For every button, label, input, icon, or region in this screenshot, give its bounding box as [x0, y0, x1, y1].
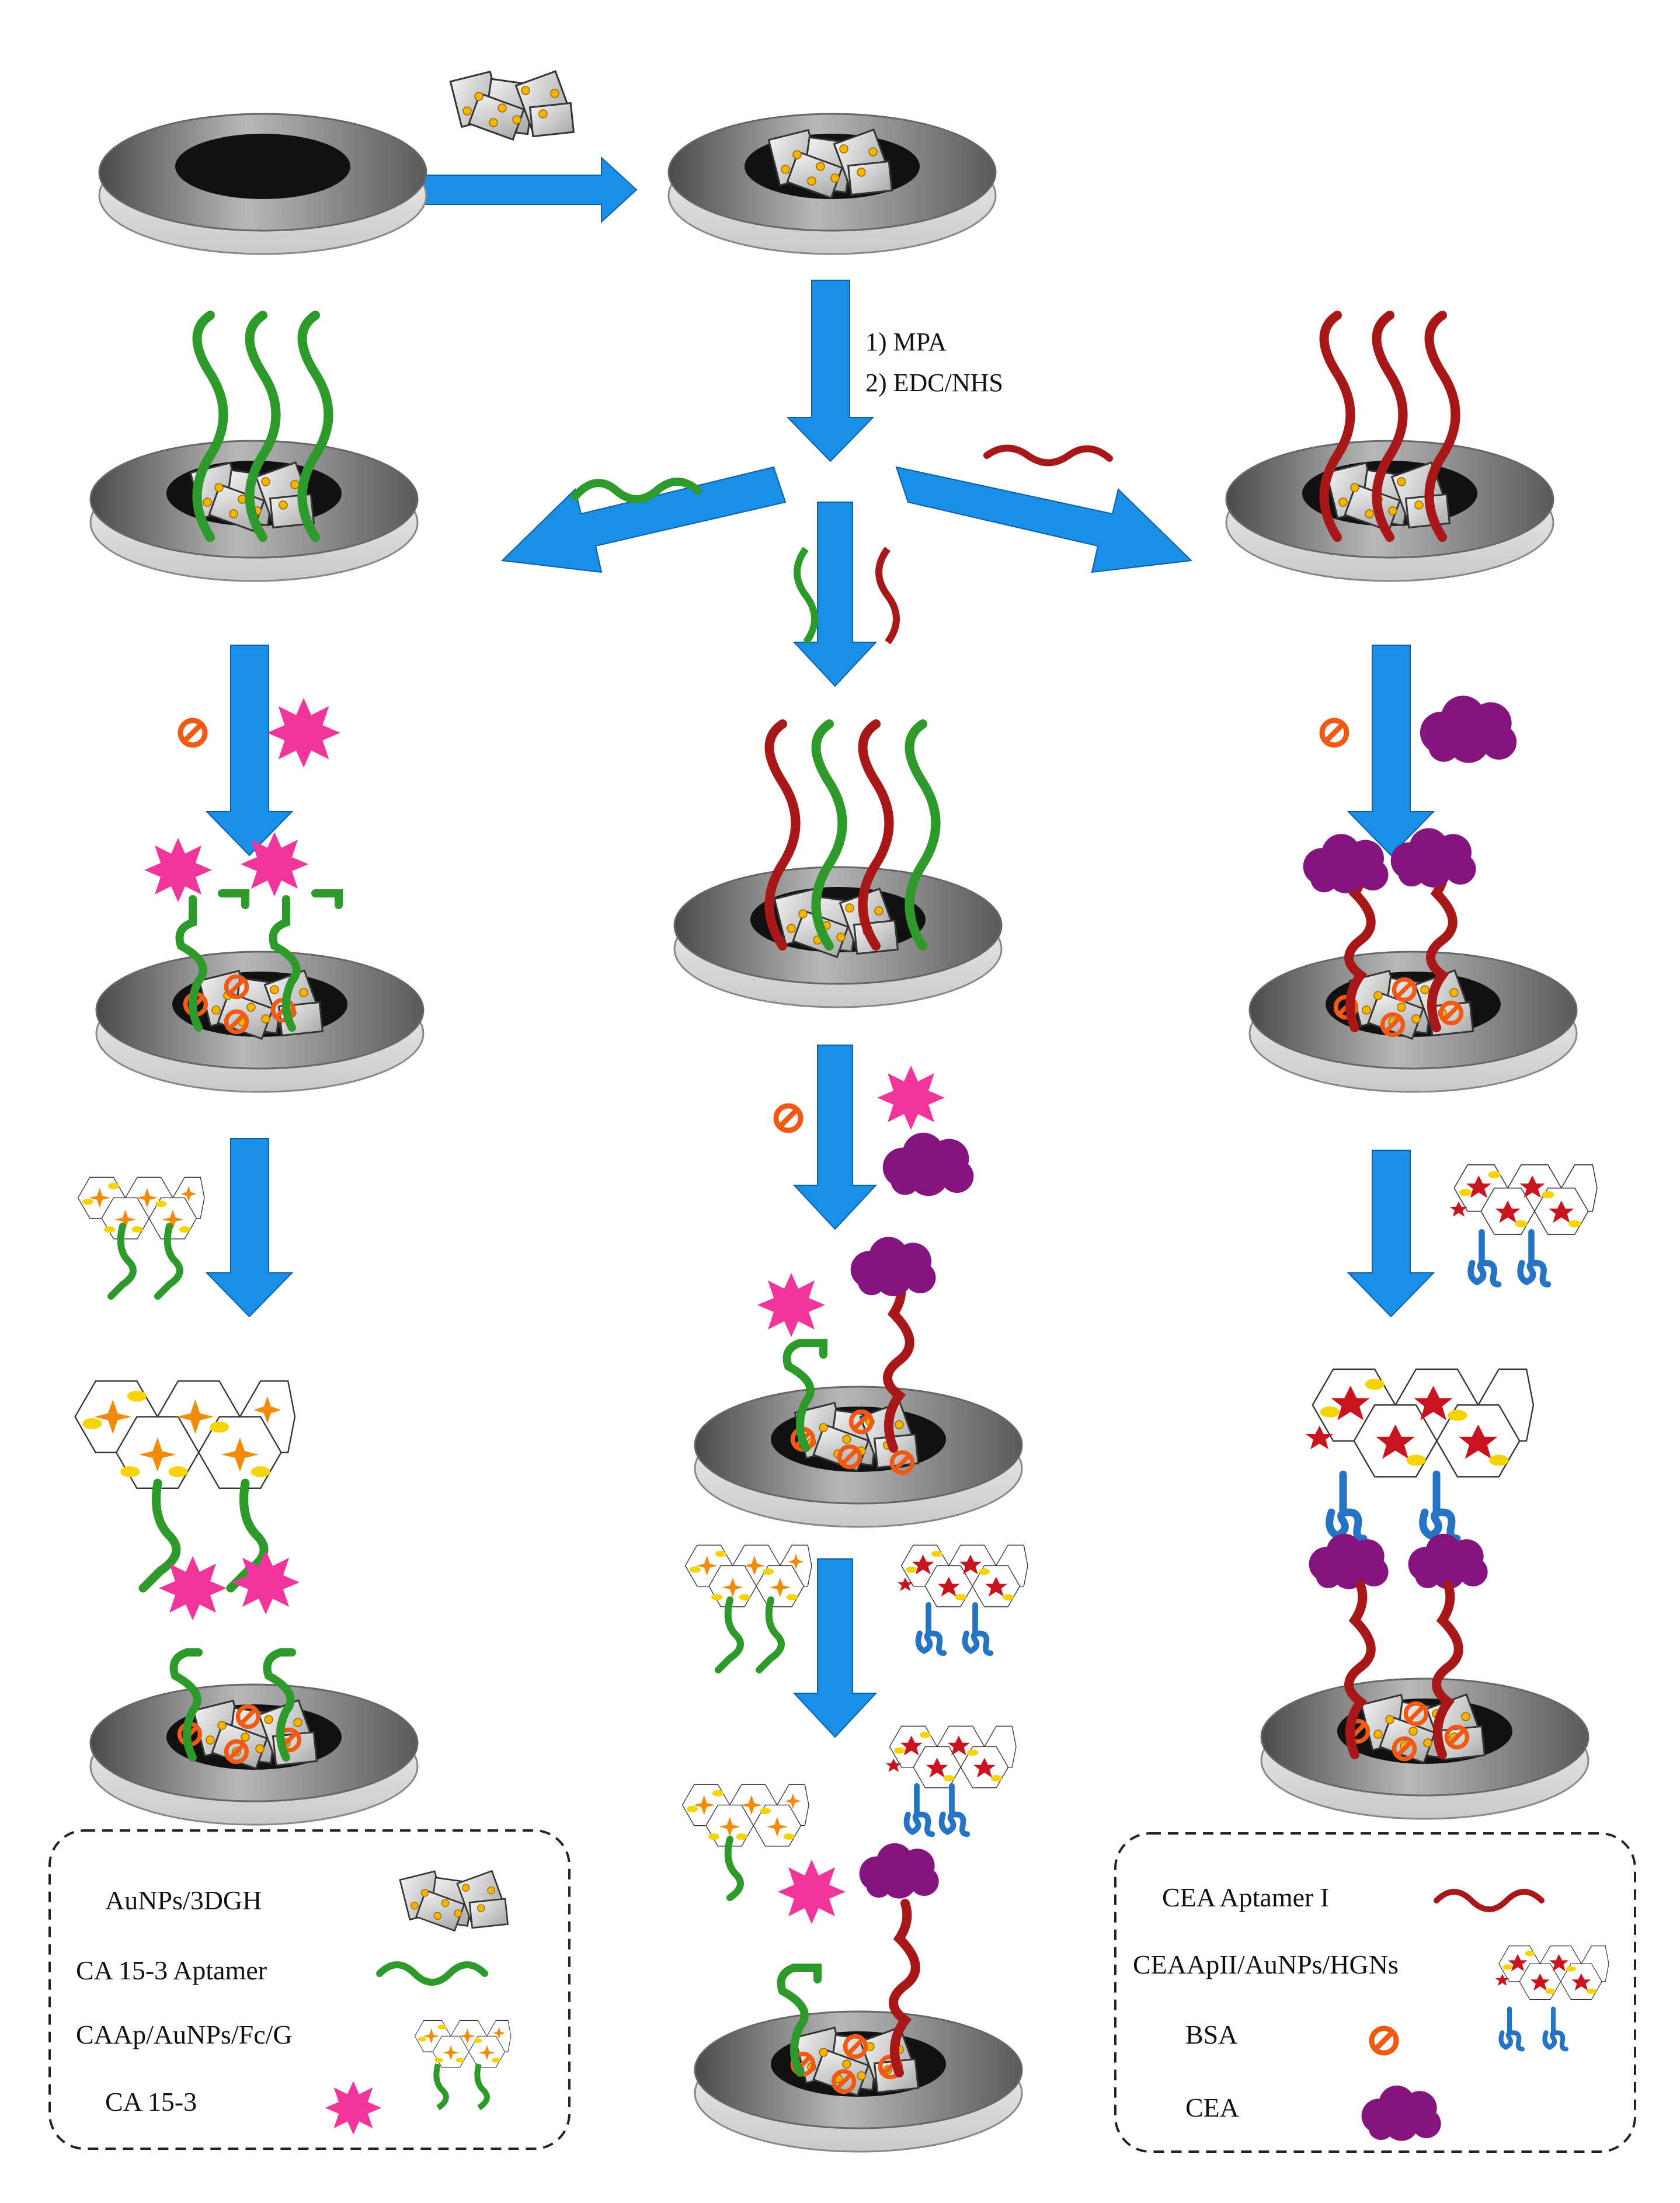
- arrow-down-right-2: [1347, 1150, 1435, 1318]
- arrow-down-mpa: [786, 280, 875, 462]
- arrow-down-center: [792, 502, 878, 687]
- ceaapii-nanocomposite-icon: [1495, 1946, 1609, 2049]
- dual-aptamer-electrode: [673, 719, 1003, 1008]
- bsa-legend-icon: [1372, 2028, 1396, 2053]
- legend-left-label-2: CAAp/AuNPs/Fc/G: [76, 2020, 293, 2049]
- step-label-line2: 2) EDC/NHS: [865, 368, 1003, 397]
- arrow-down-right-1: [1347, 645, 1435, 857]
- green-aptamer-legend-icon: [376, 1961, 488, 1986]
- hydrogel-flake-icon: [449, 70, 575, 141]
- arrow-to-right: [895, 466, 1193, 573]
- right-sandwich-electrode: [1260, 1368, 1589, 1820]
- legend-right-label-0: CEA Aptamer I: [1162, 1882, 1329, 1912]
- pink-star-icon-center: [877, 1066, 945, 1130]
- legend-right-label-2: BSA: [1185, 2020, 1237, 2049]
- bare-electrode: [98, 113, 427, 255]
- caap-nanocomposite-icon: [414, 2020, 512, 2111]
- right-aptamer-electrode: [1225, 311, 1554, 582]
- right-cea-bound-electrode: [1248, 828, 1578, 1093]
- graphene-hydrogel-icon: [399, 1870, 509, 1932]
- purple-cloud-icon: [1420, 695, 1517, 763]
- ceaapii-nanocomposite-icon-flow: [1449, 1164, 1598, 1285]
- step-label: 1) MPA 2) EDC/NHS: [865, 328, 1003, 397]
- bsa-icon: [180, 721, 205, 745]
- caap-nanocomposite-icon-flow: [77, 1177, 205, 1300]
- legend-left-label-0: AuNPs/3DGH: [105, 1885, 262, 1915]
- arrow-down-center-2: [792, 1045, 878, 1230]
- pink-star-icon: [267, 698, 340, 768]
- pink-star-legend-icon: [325, 2081, 382, 2135]
- legend-right-label-1: CEAApII/AuNPs/HGNs: [1133, 1950, 1399, 1979]
- arrow-down-left-1: [205, 645, 294, 857]
- red-aptamer-vertical-icon: [875, 547, 900, 645]
- left-ca153-bound-electrode: [95, 832, 425, 1093]
- step-label-line1: 1) MPA: [865, 328, 947, 356]
- bsa-icon-right: [1322, 721, 1347, 745]
- arrow-down-left-2: [205, 1138, 294, 1318]
- legend-right: CEA Aptamer I CEAApII/AuNPs/HGNs BSA CEA: [1114, 1832, 1636, 2153]
- green-aptamer-vertical-icon: [794, 547, 818, 645]
- purple-cloud-icon-center: [882, 1132, 974, 1196]
- red-aptamer-icon: [983, 444, 1113, 467]
- bsa-icon-center: [776, 1106, 801, 1130]
- arrow-down-center-3: [792, 1558, 878, 1738]
- legend-right-label-3: CEA: [1185, 2093, 1239, 2122]
- legend-left: AuNPs/3DGH CA 15-3 Aptamer CAAp/AuNPs/Fc…: [48, 1829, 571, 2150]
- center-dual-bound-electrode: [694, 1237, 1023, 1528]
- legend-left-label-1: CA 15-3 Aptamer: [76, 1955, 267, 1985]
- left-aptamer-electrode: [89, 311, 419, 582]
- arrow-to-left: [500, 466, 787, 573]
- legend-left-label-3: CA 15-3: [105, 2087, 197, 2117]
- arrow-right-top: [420, 156, 638, 224]
- purple-cloud-legend-icon: [1361, 2085, 1441, 2141]
- red-aptamer-legend-icon: [1434, 1889, 1545, 1912]
- green-aptamer-icon: [571, 478, 702, 503]
- center-sandwich-electrode: [681, 1725, 1023, 2153]
- center-nanocomposite-pair: [684, 1544, 1028, 1673]
- gel-modified-electrode: [667, 113, 997, 255]
- left-sandwich-electrode: [74, 1380, 419, 1826]
